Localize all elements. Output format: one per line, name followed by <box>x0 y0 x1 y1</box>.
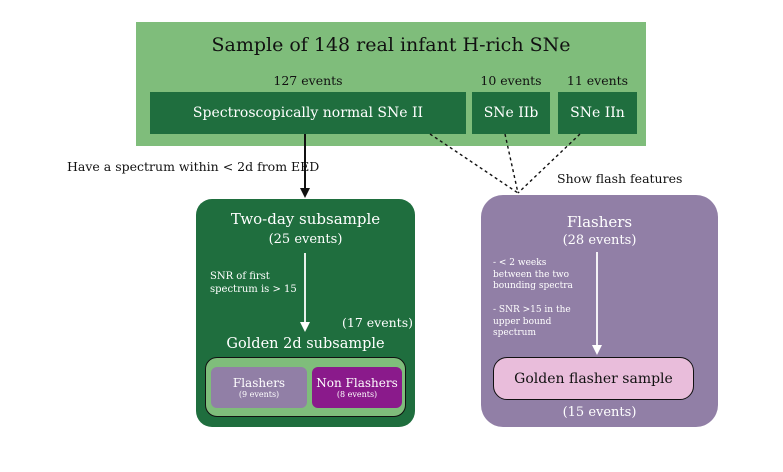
spectrum-cut-label: Have a spectrum within < 2d from EED <box>67 159 320 174</box>
golden-2d-flashers-label: Flashers <box>232 375 286 390</box>
snr-criterion-line2: spectrum is > 15 <box>210 284 297 295</box>
iin-flash-dashed <box>517 133 581 194</box>
sne-iib-box: SNe IIb <box>472 92 550 134</box>
golden-flasher-count: (15 events) <box>562 404 637 420</box>
golden-flasher-arrowhead <box>592 345 602 355</box>
snr-criterion-line1: SNR of first <box>210 271 270 282</box>
normal-sne-ii-box: Spectroscopically normal SNe II <box>150 92 466 134</box>
iib-count: 10 events <box>480 72 542 88</box>
two-day-title: Two-day subsample <box>230 210 381 228</box>
flashers-criterion-time: - < 2 weeks between the two bounding spe… <box>493 258 593 293</box>
golden-2d-flashers-count: (9 events) <box>238 389 280 399</box>
snr-criterion: SNR of first spectrum is > 15 <box>210 270 310 296</box>
flashers-count: (28 events) <box>562 232 637 248</box>
flash-features-label: Show flash features <box>557 171 683 186</box>
criterion-time-line2: between the two <box>493 269 570 280</box>
snr-cut-arrowhead <box>300 322 310 332</box>
two-day-count: (25 events) <box>268 231 343 247</box>
spectrum-cut-arrowhead <box>300 188 310 198</box>
golden-2d-title: Golden 2d subsample <box>226 336 385 352</box>
criterion-snr-line1: - SNR >15 in the <box>493 305 571 315</box>
criterion-snr-line2: upper bound <box>493 316 552 327</box>
normal-count: 127 events <box>273 72 343 88</box>
flashers-title: Flashers <box>566 213 633 231</box>
normal-flash-dashed <box>429 133 519 194</box>
criterion-snr-line3: spectrum <box>493 328 536 338</box>
golden-2d-non-flashers-box: Non Flashers (8 events) <box>312 367 402 408</box>
criterion-time-line3: bounding spectra <box>493 281 573 291</box>
flashers-criterion-snr: - SNR >15 in the upper bound spectrum <box>493 305 593 340</box>
golden-2d-flashers-box: Flashers (9 events) <box>211 367 307 408</box>
golden-2d-non-flashers-count: (8 events) <box>336 389 378 399</box>
sample-title: Sample of 148 real infant H-rich SNe <box>211 34 571 56</box>
sne-iin-box: SNe IIn <box>558 92 637 134</box>
iin-count: 11 events <box>566 72 629 88</box>
golden-2d-non-flashers-label: Non Flashers <box>316 375 398 390</box>
criterion-time-line1: - < 2 weeks <box>493 258 547 268</box>
golden-2d-count: (17 events) <box>342 315 413 330</box>
golden-flasher-sample-box: Golden flasher sample <box>493 357 694 400</box>
iib-flash-dashed <box>504 133 519 194</box>
